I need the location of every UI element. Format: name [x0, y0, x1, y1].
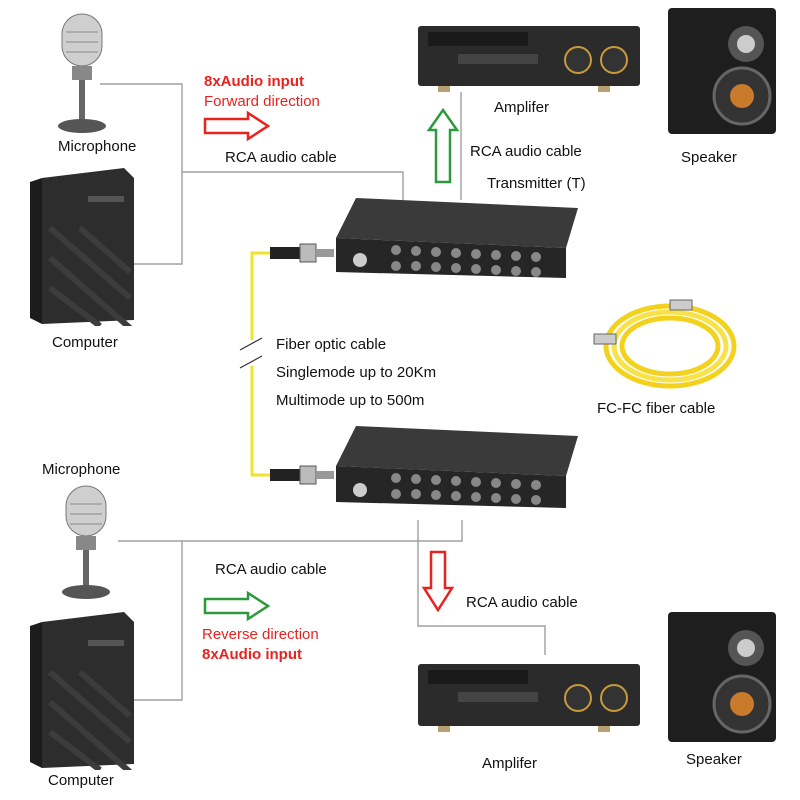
fiber-spool-icon [593, 299, 737, 389]
computer-tower-bottom-icon [30, 612, 134, 770]
forward-direction-label: Forward direction [204, 93, 320, 110]
fc-connector-top-icon [270, 243, 334, 263]
speaker-bottom-label: Speaker [686, 751, 742, 768]
converter-box-bottom-icon [336, 426, 578, 508]
amplifier-bottom-icon [418, 664, 640, 732]
rca-wire-top-to-transmitter [182, 171, 404, 200]
up-arrow-icon [426, 107, 460, 184]
singlemode-label: Singlemode up to 20Km [276, 364, 437, 381]
rca-top-left-label: RCA audio cable [225, 149, 337, 166]
forward-input-label: 8xAudio input [204, 73, 304, 90]
rca-top-right-label: RCA audio cable [470, 143, 582, 160]
amplifier-top-label: Amplifer [494, 99, 550, 116]
microphone-icon [58, 13, 106, 133]
speaker-top-icon [668, 8, 776, 134]
rca-wire-bottom-main [118, 520, 463, 542]
down-arrow-icon [421, 550, 455, 613]
computer-top-label: Computer [52, 334, 118, 351]
amplifier-bottom-label: Amplifer [482, 755, 538, 772]
forward-arrow-icon [203, 110, 271, 142]
fc-fc-label: FC-FC fiber cable [597, 400, 716, 417]
rca-wire-bottom-computer [128, 541, 183, 701]
microphone-top-label: Microphone [58, 138, 137, 155]
computer-tower-icon [30, 168, 134, 326]
reverse-direction-label: Reverse direction [202, 626, 319, 643]
reverse-arrow-icon [203, 590, 271, 622]
converter-box-top-icon [336, 198, 578, 278]
fiber-optic-label: Fiber optic cable [276, 336, 387, 353]
rca-bottom-left-label: RCA audio cable [215, 561, 327, 578]
microphone-bottom-label: Microphone [42, 461, 121, 478]
speaker-top-label: Speaker [681, 149, 737, 166]
rca-wire-bottom-to-amp [417, 520, 546, 655]
rca-wire-top-left [100, 83, 183, 265]
multimode-label: Multimode up to 500m [276, 392, 425, 409]
fiber-break-mark [239, 337, 263, 369]
rca-bottom-right-label: RCA audio cable [466, 594, 578, 611]
reverse-input-label: 8xAudio input [202, 646, 302, 663]
computer-bottom-label: Computer [48, 772, 114, 789]
microphone-bottom-icon [62, 485, 110, 599]
speaker-bottom-icon [668, 612, 776, 742]
fc-connector-bottom-icon [270, 465, 334, 485]
amplifier-top-icon [418, 26, 640, 92]
transmitter-label: Transmitter (T) [487, 175, 586, 192]
